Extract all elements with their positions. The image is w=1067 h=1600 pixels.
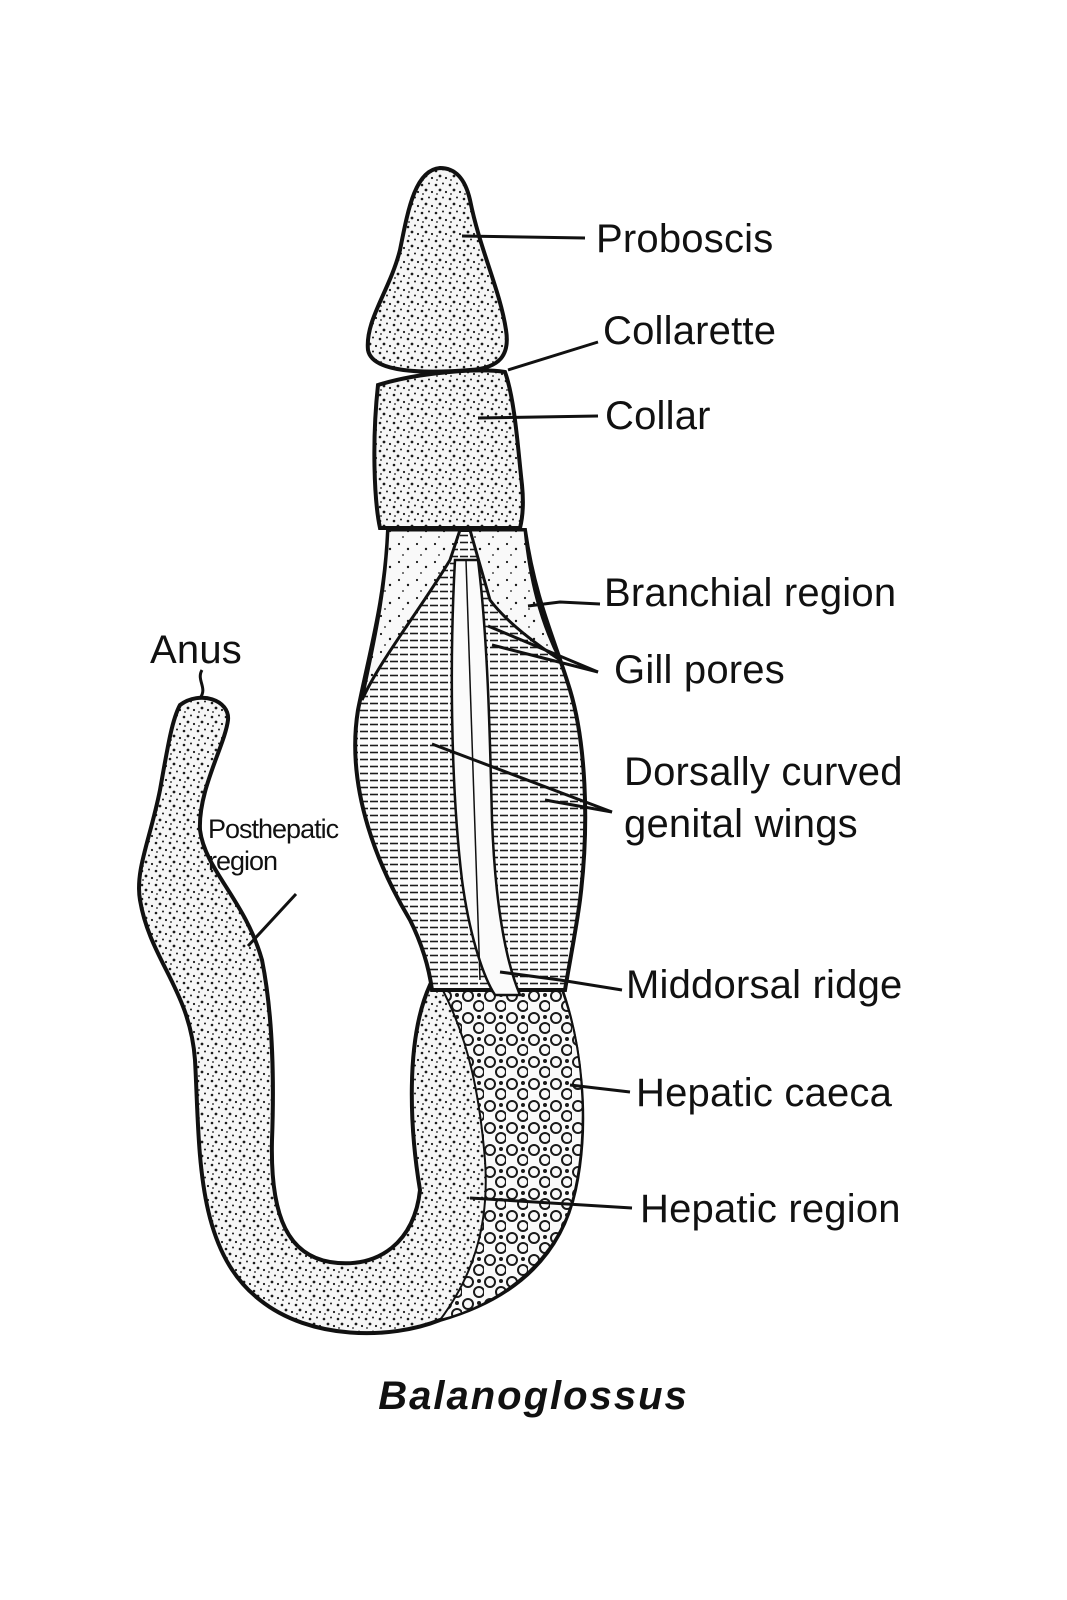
leader-hepatic-region xyxy=(469,1196,633,1210)
label-posthepatic-line2: region xyxy=(208,845,278,876)
leader-anus xyxy=(198,669,205,699)
diagram-caption: Balanoglossus xyxy=(378,1374,689,1418)
leader-genital-2 xyxy=(544,798,613,814)
left-genital-wing xyxy=(360,528,463,701)
leader-middorsal xyxy=(499,970,623,992)
leader-collar xyxy=(477,414,599,420)
hepatic-caeca-shape xyxy=(437,984,584,1322)
leader-collarette xyxy=(507,340,599,372)
leader-lines xyxy=(198,234,633,1210)
leader-proboscis xyxy=(461,234,586,240)
label-genital-wings-line2: genital wings xyxy=(624,802,858,846)
label-middorsal-ridge: Middorsal ridge xyxy=(626,963,903,1007)
label-hepatic-region: Hepatic region xyxy=(640,1187,901,1231)
label-anus: Anus xyxy=(150,628,242,672)
leader-gill-1 xyxy=(487,624,599,674)
leader-branchial xyxy=(527,600,601,608)
label-genital-wings: Dorsally curved genital wings xyxy=(624,746,903,850)
label-posthepatic-line1: Posthepatic xyxy=(208,814,339,844)
leader-genital-1 xyxy=(431,742,613,814)
label-branchial-region: Branchial region xyxy=(604,571,897,615)
label-gill-pores: Gill pores xyxy=(614,648,785,692)
right-genital-wing xyxy=(468,528,564,665)
leader-posthepatic xyxy=(246,892,298,948)
label-posthepatic-region: Posthepatic region xyxy=(208,814,339,878)
leader-gill-2 xyxy=(491,643,599,674)
leader-hepatic-caeca xyxy=(569,1083,631,1094)
label-genital-wings-line1: Dorsally curved xyxy=(624,750,903,794)
collar-shape xyxy=(372,368,525,530)
proboscis-shape xyxy=(365,165,509,374)
label-collar: Collar xyxy=(605,394,711,438)
label-proboscis: Proboscis xyxy=(596,217,774,261)
label-hepatic-caeca: Hepatic caeca xyxy=(636,1071,893,1115)
label-collarette: Collarette xyxy=(603,309,777,353)
